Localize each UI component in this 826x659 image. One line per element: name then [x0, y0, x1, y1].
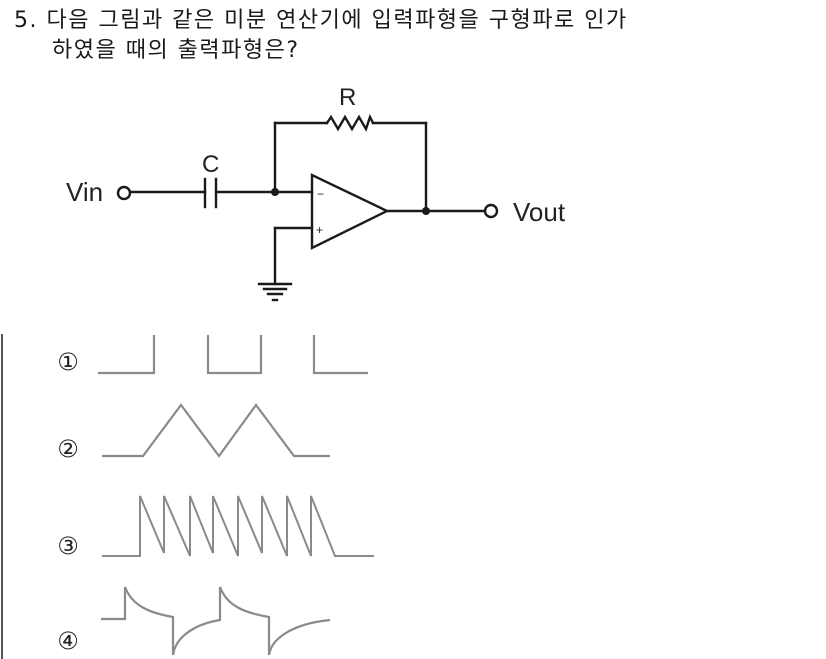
choice-3-sawtooth-waveform[interactable] — [102, 495, 374, 557]
question-line-2: 하였을 때의 출력파형은? — [52, 38, 300, 63]
resistor-symbol — [325, 113, 375, 132]
question-number: 5. — [14, 8, 38, 33]
junction-dot-input — [271, 188, 279, 196]
differentiator-circuit-diagram: − + C R Vin Vout — [66, 84, 566, 302]
junction-dot-output — [422, 207, 430, 215]
vout-label-text: Vout — [513, 197, 566, 227]
question-stem-1: 다음 그림과 같은 미분 연산기에 입력파형을 구형파로 인가 — [46, 8, 628, 33]
op-amp-symbol — [310, 173, 390, 250]
resistor-label: R — [339, 84, 356, 111]
choice-4-spike-waveform[interactable] — [101, 586, 331, 656]
choice-1-square-waveform-seg3 — [312, 335, 368, 375]
vin-label-text: Vin — [66, 177, 103, 207]
choice-1-square-waveform[interactable] — [98, 335, 156, 375]
question-line-1: 5. 다음 그림과 같은 미분 연산기에 입력파형을 구형파로 인가 — [14, 6, 628, 36]
vin-label: Vin — [66, 177, 103, 207]
inverting-sign: − — [317, 187, 324, 201]
choice-2-marker[interactable]: ② — [57, 435, 79, 463]
capacitor-label: C — [202, 151, 219, 178]
choice-4-marker[interactable]: ④ — [57, 627, 79, 655]
ground-icon — [257, 282, 293, 302]
left-margin-rule — [1, 334, 3, 659]
vout-terminal — [483, 203, 499, 219]
choice-2-triangle-waveform[interactable] — [102, 403, 330, 458]
choice-1-marker[interactable]: ① — [57, 348, 79, 376]
choice-3-marker[interactable]: ③ — [57, 532, 79, 560]
noninverting-sign: + — [316, 223, 323, 237]
question-text: 5. 다음 그림과 같은 미분 연산기에 입력파형을 구형파로 인가 하였을 때… — [14, 6, 628, 66]
choice-1-square-waveform-seg2 — [206, 335, 263, 375]
vout-label: Vout — [513, 197, 566, 227]
